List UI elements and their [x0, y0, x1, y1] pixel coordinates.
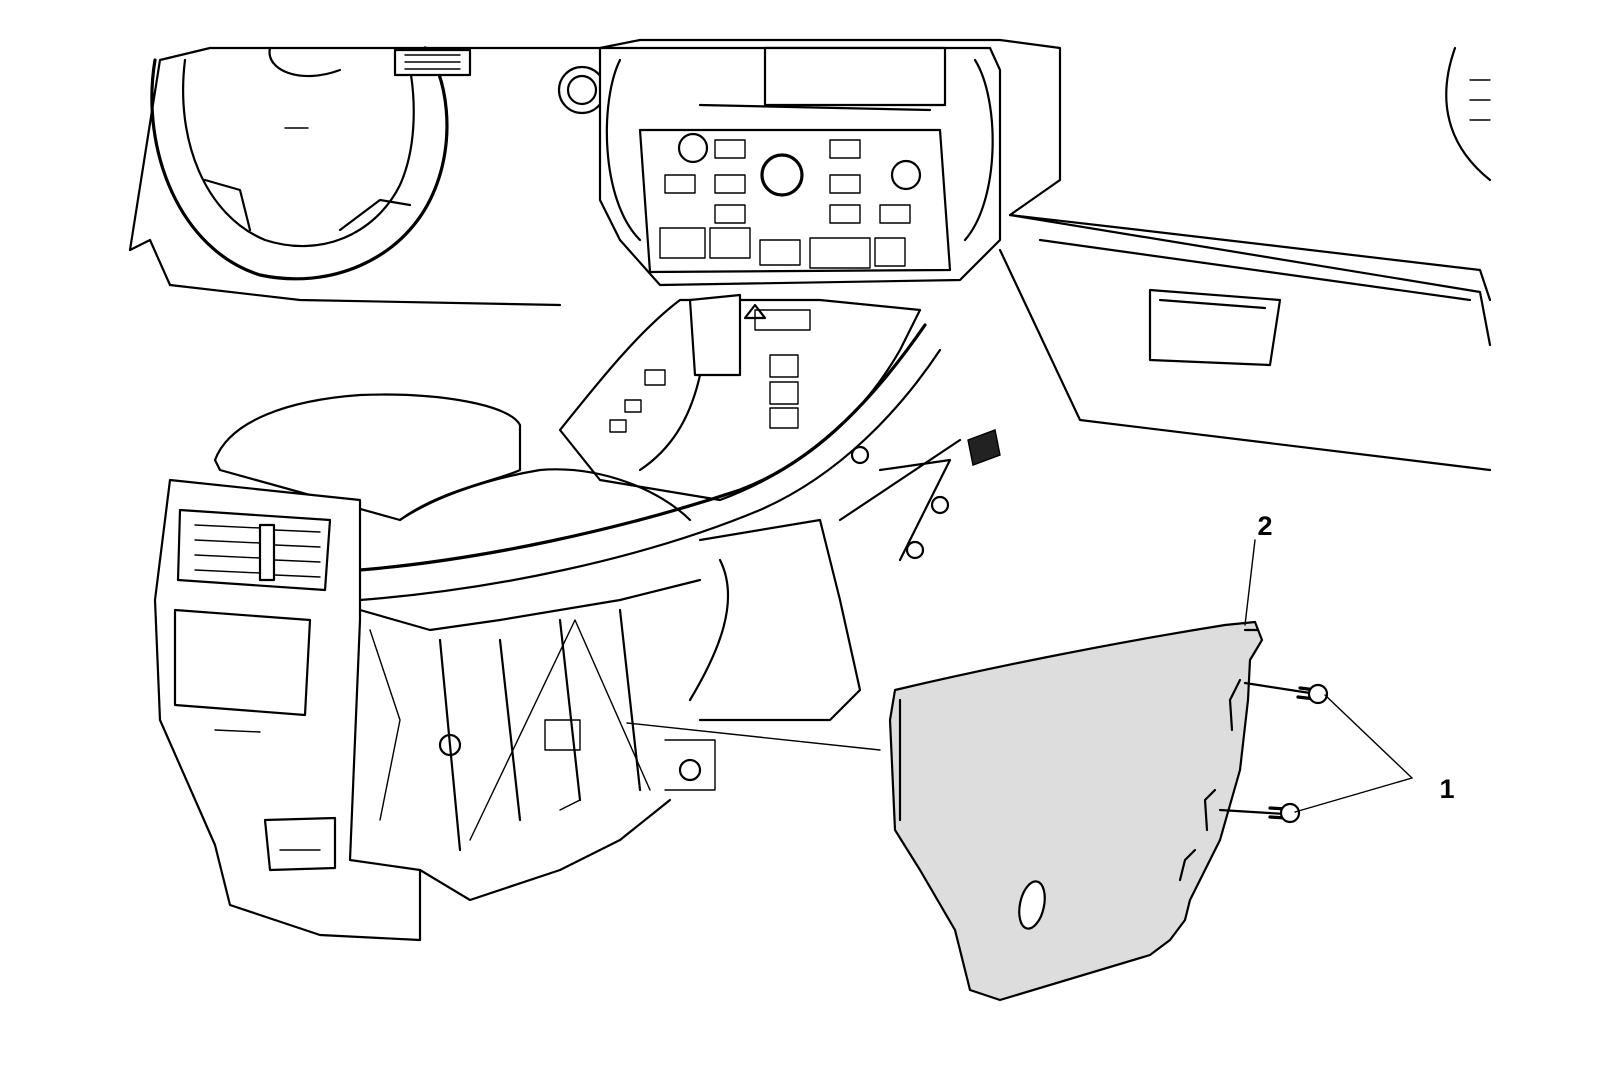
ignition-knob-icon — [557, 65, 607, 115]
leader-lines — [626, 539, 1413, 813]
screw-upper-icon — [1243, 681, 1329, 705]
fasteners — [1218, 681, 1329, 824]
glovebox-handle — [1148, 288, 1282, 367]
center-stack — [598, 46, 1002, 287]
shifter-console — [558, 293, 922, 502]
screw-lower-icon — [1218, 802, 1301, 824]
console-side-trim-panel — [888, 620, 1264, 1002]
floor-console — [153, 323, 1001, 942]
right-vent — [1445, 46, 1492, 182]
radio-buttons — [664, 132, 922, 224]
callout-1-label: 1 — [1439, 774, 1454, 804]
rear-vent — [176, 508, 332, 592]
instrument-panel — [128, 38, 1492, 472]
callout-2-label: 2 — [1257, 511, 1272, 541]
climate-buttons — [659, 227, 906, 269]
power-outlet-cover — [263, 816, 337, 872]
steering-wheel — [150, 46, 472, 281]
